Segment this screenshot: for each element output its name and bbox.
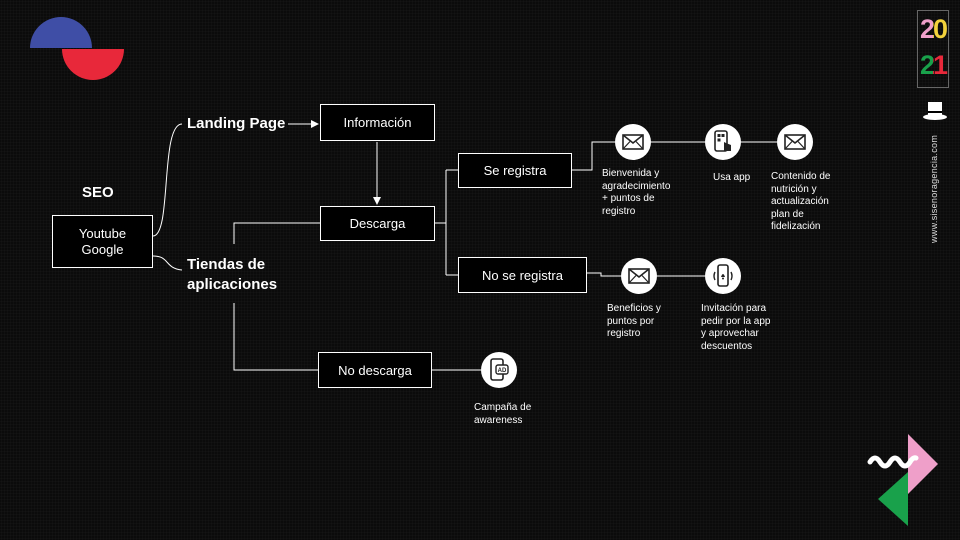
caption-line: registro [602,205,636,217]
caption-line: Usa app [713,172,751,183]
caption-line: agradecimiento [602,180,671,192]
landing-page-label: Landing Page [187,115,286,132]
envelope-icon [621,258,657,294]
caption-line: actualización [771,196,829,207]
brand-circles-logo [30,17,124,80]
caption-line: Bienvenida y [602,168,660,179]
website-text: www.sisenoragencia.com [929,134,939,243]
caption-usa-app: Usa app [713,172,750,185]
no-descarga-box: No descarga [318,352,432,388]
se-registra-box: Se registra [458,153,572,188]
informacion-box: Información [320,104,435,141]
tiendas-line2: aplicaciones [187,276,278,293]
caption-line: registro [607,328,641,339]
svg-text:AD: AD [498,368,507,374]
seo-label: SEO [82,184,114,201]
top-hat-icon [923,102,947,120]
caption-line: descuentos [701,340,753,352]
envelope-icon [615,124,651,160]
envelope-icon [777,124,813,160]
caption-bienvenida: Bienvenida y agradecimiento + puntos de … [602,168,670,218]
caption-line: plan de [771,208,804,220]
tiendas-label: Tiendas de aplicaciones [187,255,277,295]
source-youtube: Youtube [78,225,127,241]
phone-notification-icon [705,258,741,294]
caption-line: y aprovechar [701,328,759,339]
phone-ad-icon: AD [481,352,517,388]
phone-tap-icon [705,124,741,160]
caption-line: fidelización [771,221,821,232]
year-badge: 20 21 [917,10,949,88]
caption-line: puntos por [607,315,655,327]
no-se-registra-box: No se registra [458,257,587,293]
source-box: Youtube Google [52,215,153,268]
caption-campana: Campaña de awareness [474,402,531,427]
caption-line: Campaña de [474,402,532,413]
year-bottom: 21 [918,47,948,83]
caption-line: awareness [474,414,523,426]
brand-arrow-logo [867,434,938,526]
caption-beneficios: Beneficios y puntos por registro [607,303,661,341]
caption-line: Beneficios y [607,303,661,314]
caption-contenido: Contenido de nutrición y actualización p… [771,171,831,234]
caption-line: + puntos de [602,193,655,204]
descarga-box: Descarga [320,206,435,241]
caption-line: Invitación para [701,303,767,314]
caption-line: Contenido de [771,171,831,182]
source-google: Google [81,241,124,257]
caption-invitacion: Invitación para pedir por la app y aprov… [701,303,771,353]
tiendas-line1: Tiendas de [187,256,266,273]
caption-line: nutrición y [771,183,817,195]
caption-line: pedir por la app [701,315,771,327]
year-top: 20 [918,11,948,47]
